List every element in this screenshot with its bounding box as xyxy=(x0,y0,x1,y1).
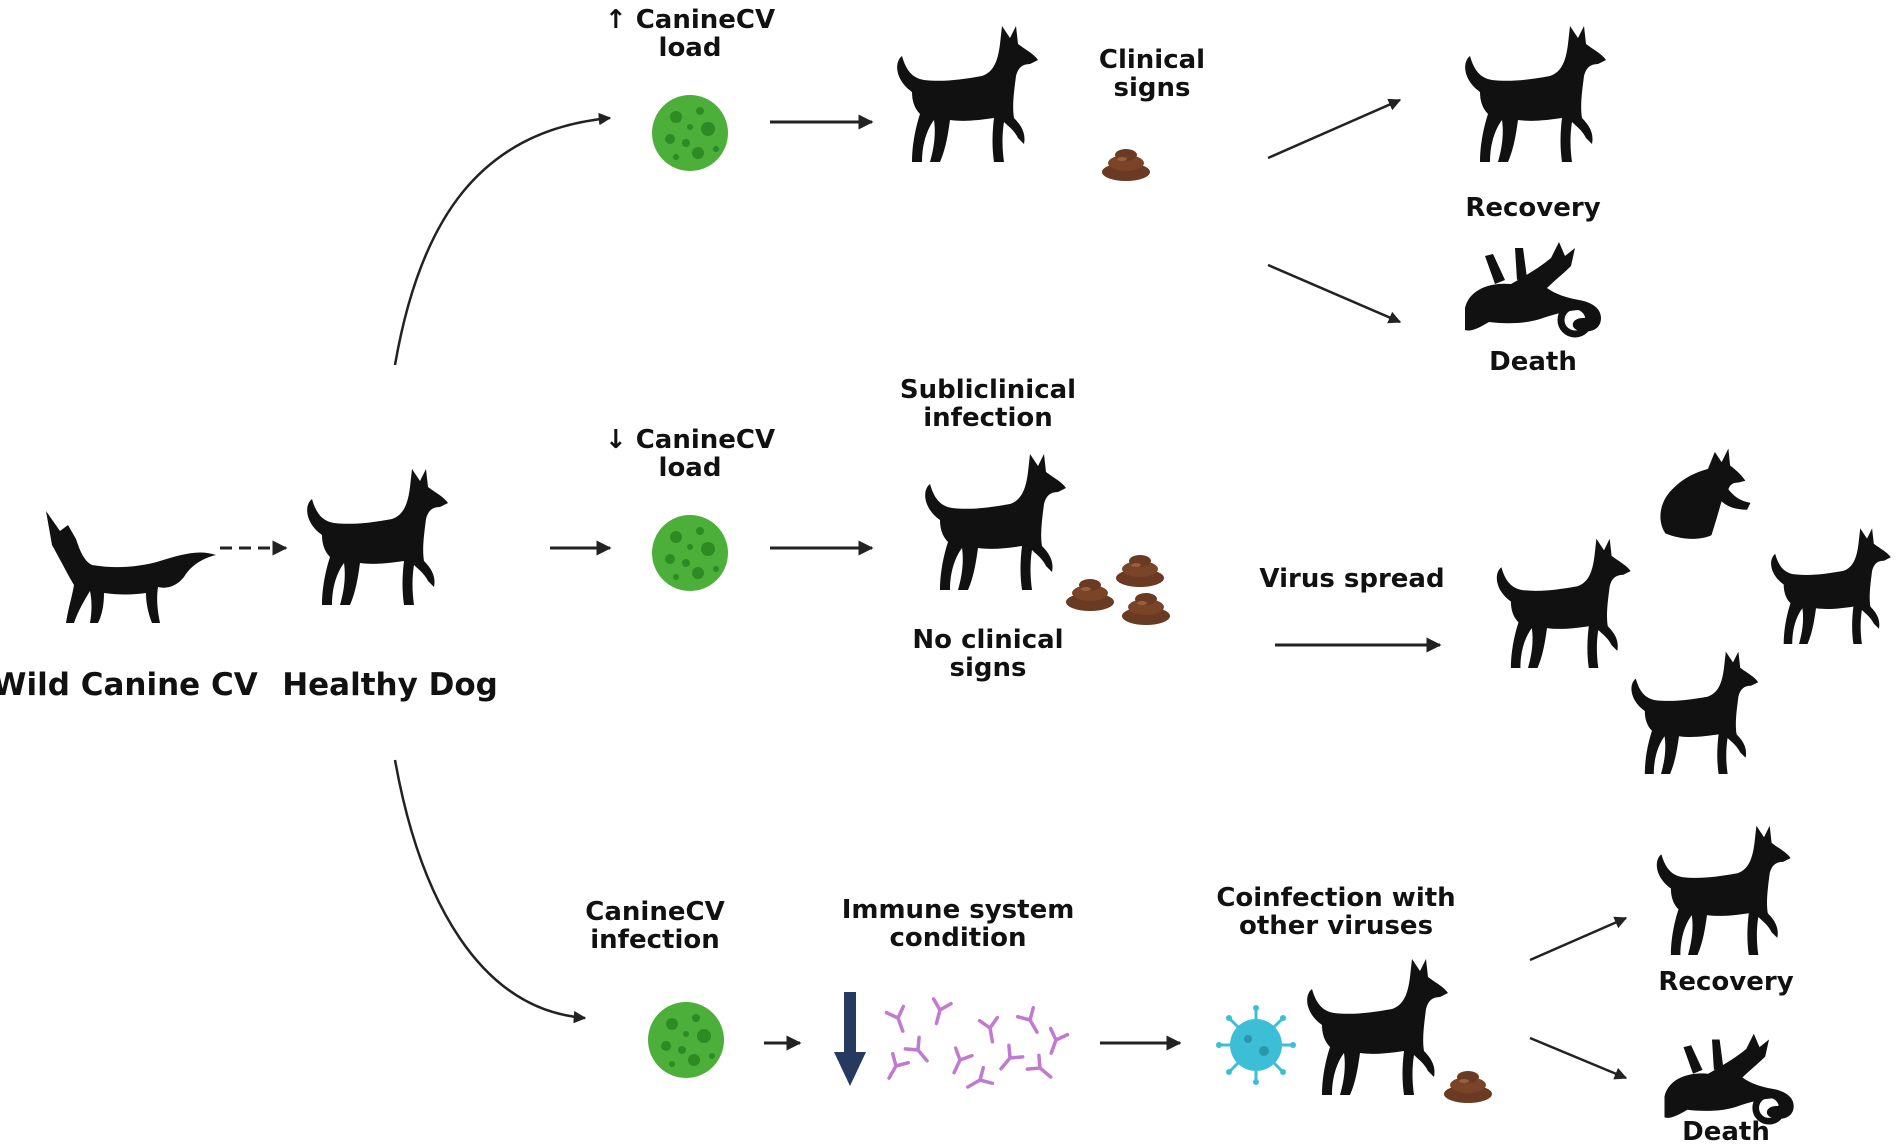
feces-icon xyxy=(1116,555,1164,587)
spread-dog-icon xyxy=(1631,651,1759,774)
recovery-label-top: Recovery xyxy=(1465,193,1600,223)
immune-label-line1: Immune system xyxy=(842,895,1075,925)
fox-icon xyxy=(46,511,216,623)
healthy-dog-label: Healthy Dog xyxy=(282,667,498,703)
bottom-infection-label-line2: infection xyxy=(590,925,720,955)
death-label-top: Death xyxy=(1489,347,1577,377)
top-load-label-line1: ↑ CanineCV xyxy=(605,5,775,35)
feces-icon xyxy=(1444,1071,1492,1103)
bottom-virus-icon xyxy=(648,1002,724,1078)
middle-virus-icon xyxy=(652,515,728,591)
death-dog-icon-top xyxy=(1465,242,1601,334)
coinfection-label-line2: other viruses xyxy=(1239,911,1433,941)
branch-arrow-bottom xyxy=(393,759,587,1024)
subclinical-label-line2: infection xyxy=(923,403,1053,433)
arrow-to-recovery-bottom xyxy=(1529,916,1628,962)
feces-icon xyxy=(1102,149,1150,181)
coinfection-label-line1: Coinfection with xyxy=(1216,883,1455,913)
antibodies-icon xyxy=(879,997,1070,1097)
down-arrow-icon xyxy=(834,992,866,1086)
no-clinical-signs-label-line2: signs xyxy=(950,653,1027,683)
spread-dog-icon xyxy=(1496,538,1631,668)
arrow-to-death-bottom xyxy=(1529,1036,1628,1080)
recovery-dog-icon-top xyxy=(1465,26,1606,162)
wild-canine-label: Wild Canine CV xyxy=(0,667,258,703)
feces-icon xyxy=(1066,579,1114,611)
recovery-label-bottom: Recovery xyxy=(1658,967,1793,997)
immune-label-line2: condition xyxy=(889,923,1026,953)
clinical-dog-icon xyxy=(897,26,1038,162)
death-label-bottom: Death xyxy=(1682,1117,1770,1147)
no-clinical-signs-label-line1: No clinical xyxy=(912,625,1063,655)
arrow-to-death-top xyxy=(1267,263,1402,324)
virus-spread-label: Virus spread xyxy=(1259,564,1444,594)
arrow-to-recovery-top xyxy=(1267,98,1402,160)
subclinical-dog-icon xyxy=(925,454,1066,590)
coinfection-virus-icon xyxy=(1216,1005,1296,1085)
death-dog-icon-bottom xyxy=(1665,1034,1794,1121)
bottom-infection-label-line1: CanineCV xyxy=(585,897,724,927)
middle-load-label-line1: ↓ CanineCV xyxy=(605,425,775,455)
spread-sitting-dog-icon xyxy=(1660,448,1751,539)
middle-load-label-line2: load xyxy=(659,453,722,483)
spread-dog-icon xyxy=(1771,528,1891,644)
clinical-signs-label-line1: Clinical xyxy=(1099,45,1205,75)
top-virus-icon xyxy=(652,95,728,171)
coinfection-dog-icon xyxy=(1307,959,1448,1095)
feces-icon xyxy=(1122,593,1170,625)
branch-arrow-top xyxy=(393,112,612,366)
healthy-dog-icon xyxy=(307,469,448,605)
recovery-dog-icon-bottom xyxy=(1656,825,1791,955)
top-load-label-line2: load xyxy=(659,33,722,63)
subclinical-label-line1: Subliclinical xyxy=(900,375,1076,405)
clinical-signs-label-line2: signs xyxy=(1114,73,1191,103)
